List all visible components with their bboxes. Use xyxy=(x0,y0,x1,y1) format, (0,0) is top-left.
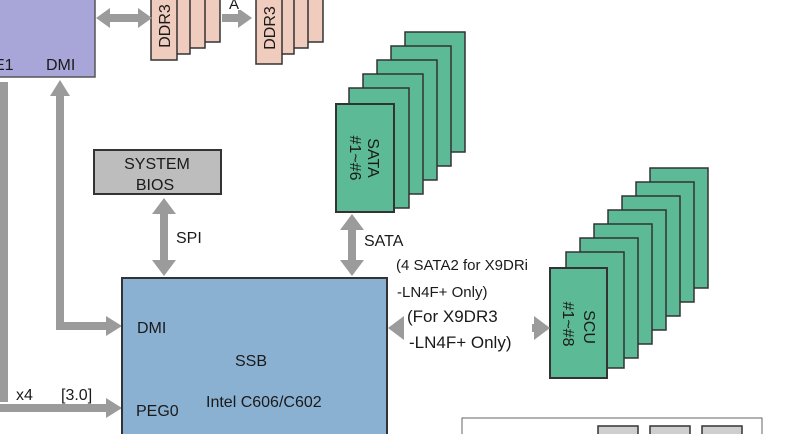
sata-stack-line2: #1~#6 xyxy=(346,136,363,181)
bios-line2: BIOS xyxy=(136,177,174,194)
ddr-bus-arrow-1 xyxy=(96,8,152,28)
ssb-block xyxy=(121,277,388,434)
channel-label-bg xyxy=(226,0,246,10)
sata-note-line1: (4 SATA2 for X9DRi xyxy=(396,257,528,274)
scu-card-stack: SCU #1~#8 xyxy=(549,167,709,379)
scu-note-bg xyxy=(404,305,532,351)
ssb-port-peg-label: PEG0 xyxy=(136,403,179,420)
ssb-name-label: SSB xyxy=(235,353,267,370)
peg-link-arrow xyxy=(0,398,122,418)
ddr3-stack-2: DDR3 xyxy=(255,0,324,65)
ddr3-stack-1: DDR3 xyxy=(150,0,221,61)
system-bios-box xyxy=(93,149,222,195)
spi-link-arrow xyxy=(152,198,176,276)
channel-letter-label: A xyxy=(229,0,239,13)
lower-right-module xyxy=(461,417,763,434)
scu-note-line2: -LN4F+ Only) xyxy=(409,333,512,352)
sata-stack-line1: SATA xyxy=(364,138,381,178)
ssb-chip-label: Intel C606/C602 xyxy=(206,394,322,411)
ssb-port-dmi-label: DMI xyxy=(137,320,166,337)
cpu-port-dmi-label: DMI xyxy=(46,57,75,74)
cpu-port-e1-label: E1 xyxy=(0,57,14,74)
pcie-gen-label: [3.0] xyxy=(61,387,92,404)
ddr3-label-2: DDR3 xyxy=(262,6,279,50)
sata-link-arrow xyxy=(340,214,364,276)
pcie-width-label: x4 xyxy=(16,387,33,404)
sata-note-line2: -LN4F+ Only) xyxy=(397,284,487,301)
ddr-bus-arrow-2 xyxy=(222,8,252,28)
dmi-link-arrow xyxy=(50,80,122,336)
sata-link-label: SATA xyxy=(364,233,404,250)
scu-note-line1: (For X9DR3 xyxy=(407,307,498,326)
scu-stack-line2: #1~#8 xyxy=(559,302,576,347)
scu-stack-line1: SCU xyxy=(580,310,597,344)
ddr3-label-1: DDR3 xyxy=(157,4,174,48)
spi-label: SPI xyxy=(176,230,202,247)
cpu-block xyxy=(0,0,96,78)
bios-line1: SYSTEM xyxy=(124,156,190,173)
cpu-left-link xyxy=(0,82,8,402)
sata-card-stack: SATA #1~#6 xyxy=(335,31,466,213)
